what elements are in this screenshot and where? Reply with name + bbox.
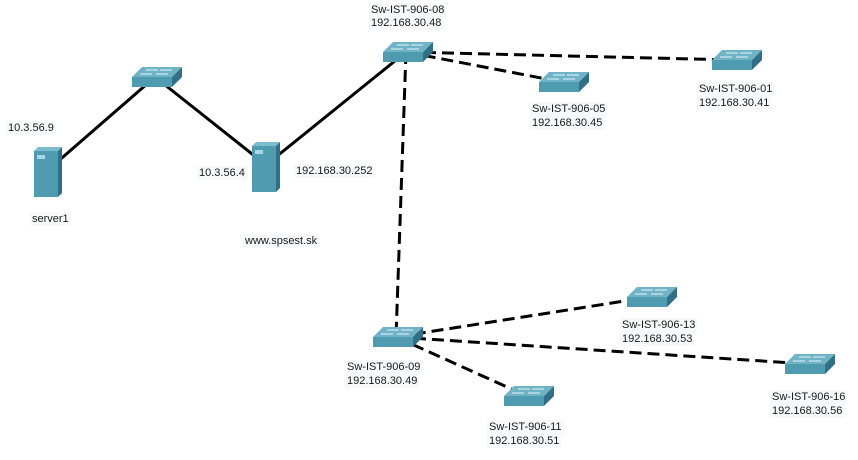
server1-name-label: server1	[30, 212, 71, 226]
switch-icon-sw01[interactable]	[712, 50, 762, 70]
server1-ip-label: 10.3.56.9	[6, 121, 56, 135]
switch-icon-sw-top-left[interactable]	[132, 67, 182, 87]
sw16-ip-label: 192.168.30.56	[770, 404, 845, 418]
sw08-ip-label: 192.168.30.48	[369, 16, 444, 30]
link-sw08-sw09	[394, 51, 408, 338]
www-ip-left-label: 10.3.56.4	[197, 166, 247, 180]
link-sw09-sw16	[395, 335, 809, 366]
link-sw09-sw13	[395, 295, 651, 339]
sw09-ip-label: 192.168.30.49	[345, 374, 420, 388]
switch-icon-sw11[interactable]	[504, 386, 554, 406]
sw05-ip-label: 192.168.30.45	[530, 116, 605, 130]
link-sw08-sw01	[405, 50, 736, 62]
sw11-name-label: Sw-IST-906-11	[487, 420, 564, 434]
switch-icon-sw16[interactable]	[785, 354, 835, 374]
link-sw-top-left-www	[154, 75, 267, 167]
sw11-ip-label: 192.168.30.51	[487, 434, 562, 448]
switch-icon-sw05[interactable]	[539, 72, 589, 92]
www-ip-right-label: 192.168.30.252	[294, 164, 375, 178]
sw01-ip-label: 192.168.30.41	[697, 96, 772, 110]
server-icon-www[interactable]	[252, 142, 280, 192]
switch-icon-sw09[interactable]	[373, 327, 423, 347]
link-www-sw08	[265, 50, 407, 167]
sw16-name-label: Sw-IST-906-16	[770, 390, 848, 404]
sw05-name-label: Sw-IST-906-05	[530, 102, 608, 116]
sw13-ip-label: 192.168.30.53	[620, 332, 695, 346]
server-icon-server1[interactable]	[34, 147, 62, 197]
switch-icon-sw08[interactable]	[383, 42, 433, 62]
link-sw08-sw05	[405, 50, 563, 84]
www-name-label: www.spsest.sk	[243, 234, 320, 248]
link-sw09-sw11	[395, 335, 528, 398]
sw01-name-label: Sw-IST-906-01	[697, 82, 775, 96]
link-server1-sw-top-left	[47, 75, 156, 172]
sw13-name-label: Sw-IST-906-13	[620, 318, 698, 332]
switch-icon-sw13[interactable]	[627, 287, 677, 307]
sw09-name-label: Sw-IST-906-09	[345, 360, 423, 374]
sw08-name-label: Sw-IST-906-08	[369, 3, 447, 17]
